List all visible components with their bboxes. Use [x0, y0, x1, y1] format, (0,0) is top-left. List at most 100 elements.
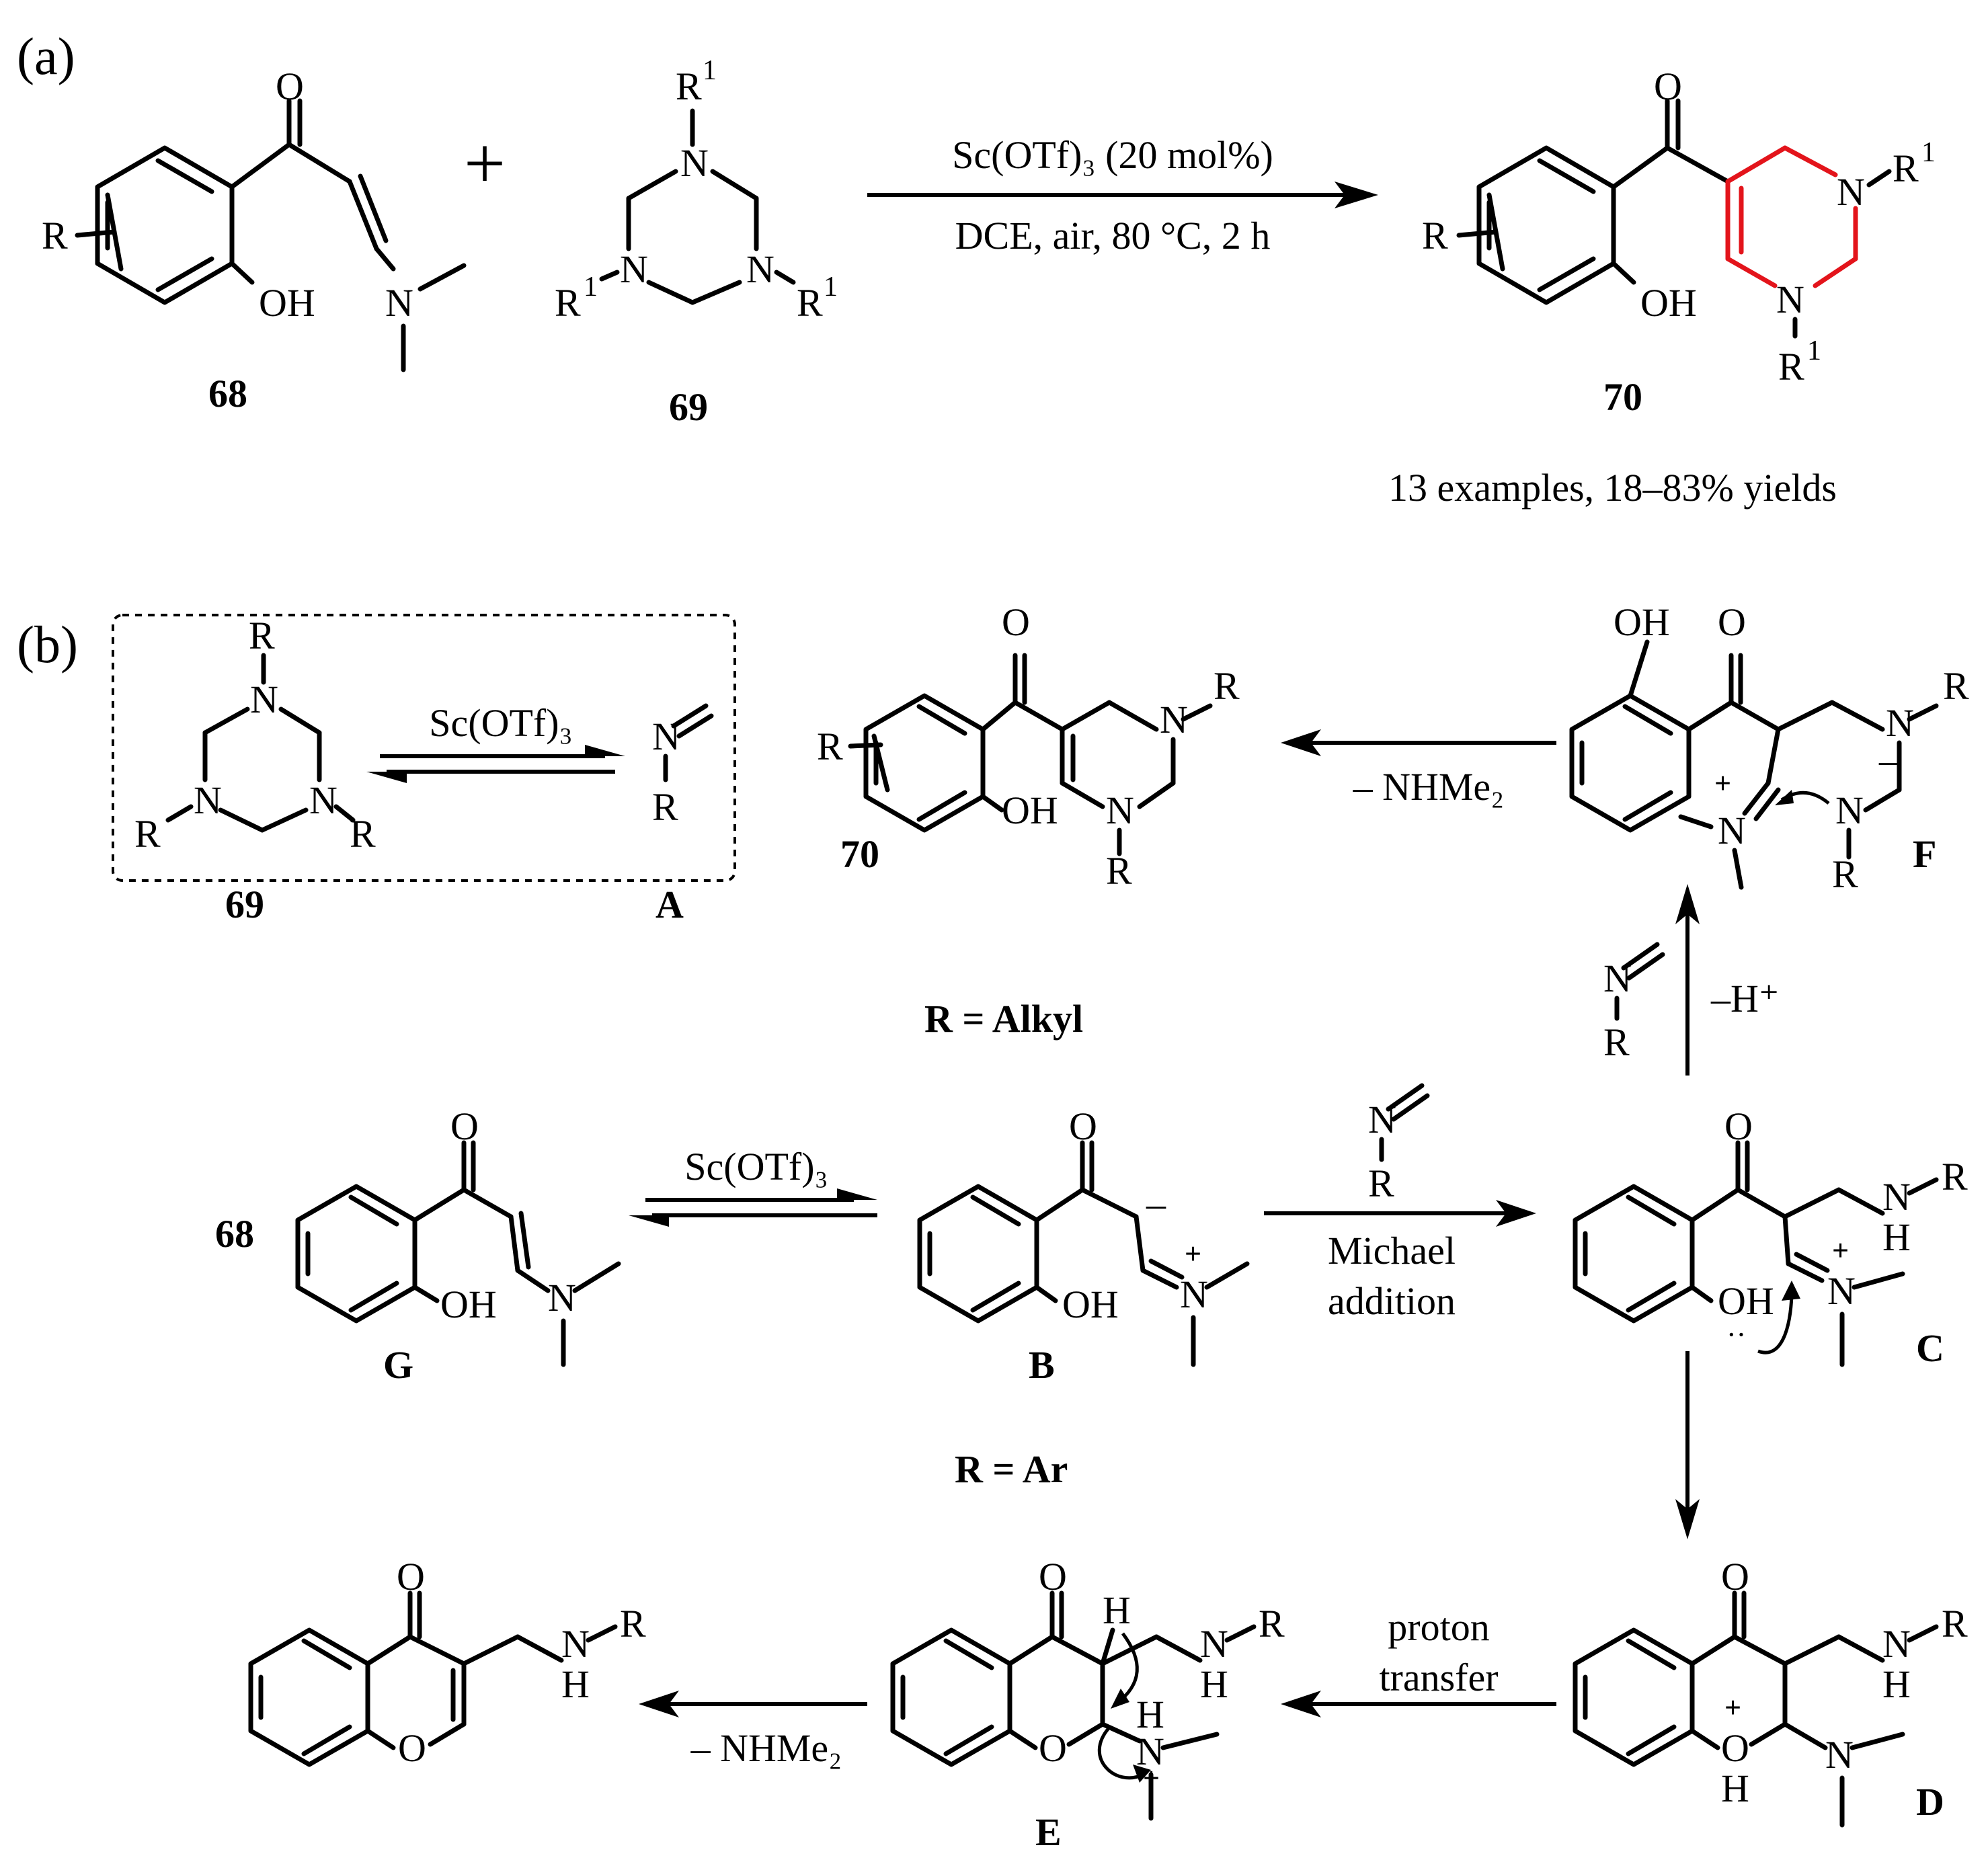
svg-text:R: R — [350, 812, 376, 856]
svg-text:O: O — [1721, 1555, 1749, 1598]
proton-label-bottom: transfer — [1379, 1656, 1498, 1699]
svg-text:R: R — [1942, 1155, 1968, 1199]
svg-text:R: R — [1106, 849, 1132, 893]
catalyst-label-equilibrium: Sc(OTf)₃ — [429, 701, 572, 745]
svg-text:O: O — [1724, 1104, 1753, 1148]
svg-text:R: R — [1893, 147, 1919, 190]
svg-text:–: – — [1146, 1182, 1166, 1225]
svg-text:R: R — [620, 1602, 646, 1646]
svg-text:R: R — [652, 785, 678, 829]
svg-text:N: N — [561, 1622, 590, 1666]
svg-text:1: 1 — [824, 272, 838, 302]
svg-text:H: H — [561, 1662, 590, 1706]
svg-text:–: – — [1878, 738, 1899, 782]
svg-text:N: N — [1106, 788, 1134, 832]
intermediate-F-label: F — [1913, 832, 1936, 876]
svg-text:OH: OH — [440, 1283, 497, 1326]
conditions-bottom: DCE, air, 80 °C, 2 h — [955, 214, 1271, 257]
svg-text:R: R — [1422, 214, 1448, 257]
svg-text:N: N — [1776, 278, 1804, 321]
compound-68-structure: O N OH R — [42, 65, 467, 372]
compound-69-b-structure: R N N N R R — [134, 614, 376, 856]
svg-text:OH: OH — [1002, 788, 1058, 832]
svg-text:N: N — [1827, 1269, 1856, 1313]
svg-text:+: + — [1143, 1762, 1160, 1795]
compound-70-structure: O N R 1 N R 1 OH R — [1422, 65, 1936, 389]
svg-text:R: R — [555, 281, 581, 325]
svg-text:1: 1 — [1921, 137, 1936, 168]
svg-text:+: + — [1832, 1234, 1849, 1267]
svg-text:O: O — [1721, 1726, 1749, 1770]
panel-a-label: (a) — [17, 27, 75, 85]
svg-text:N: N — [385, 281, 413, 325]
svg-text:R: R — [1943, 664, 1969, 708]
compound-69-b-label: 69 — [225, 883, 264, 926]
svg-text:N: N — [652, 715, 680, 758]
step-label-C-to-F: –H⁺ — [1710, 977, 1780, 1020]
svg-text:O: O — [450, 1104, 479, 1148]
svg-text:N: N — [1886, 701, 1914, 745]
loss-label-E-to-chromone: – NHMe₂ — [690, 1726, 842, 1770]
svg-text:N: N — [1837, 170, 1865, 214]
svg-text:+: + — [1724, 1691, 1741, 1724]
svg-text:R: R — [817, 725, 843, 768]
compound-68-label: 68 — [208, 372, 247, 415]
svg-text:R: R — [1778, 345, 1804, 389]
svg-text:N: N — [1180, 1272, 1208, 1316]
imine-reagent-B-to-C: N R — [1368, 1083, 1430, 1205]
intermediate-E-structure: O H N R H O H N + — [893, 1555, 1285, 1821]
svg-text:H: H — [1882, 1662, 1911, 1706]
imine-reagent-C-to-F: N R — [1603, 942, 1665, 1064]
panel-b: (b) R N N N R R 69 Sc(OTf)₃ N — [17, 600, 1969, 1854]
compound-70-b-label: 70 — [840, 832, 879, 876]
intermediate-G-label: G — [383, 1343, 413, 1387]
svg-text:N: N — [1835, 788, 1864, 832]
svg-text:O: O — [1002, 600, 1030, 644]
svg-text:1: 1 — [1807, 335, 1821, 366]
svg-text:H: H — [1200, 1662, 1228, 1706]
imine-A-structure: N R — [652, 703, 714, 829]
intermediate-E-label: E — [1035, 1810, 1062, 1854]
svg-text:R: R — [134, 812, 161, 856]
intermediate-C-structure: O N R H N + OH ·· — [1575, 1104, 1968, 1367]
svg-text:R: R — [42, 214, 68, 257]
svg-text:O: O — [1069, 1104, 1097, 1148]
intermediate-D-structure: O N R H O + H N — [1575, 1555, 1968, 1828]
new-ring-highlight — [1725, 145, 1858, 288]
plus-sign: + — [464, 122, 506, 204]
svg-text:N: N — [1882, 1175, 1911, 1219]
svg-text:H: H — [1721, 1767, 1749, 1810]
compound-70-label: 70 — [1603, 375, 1642, 419]
compound-69-structure: R 1 N N N R 1 R 1 — [555, 55, 838, 325]
svg-text:OH: OH — [1062, 1283, 1119, 1326]
svg-text:R: R — [1603, 1020, 1630, 1064]
chromone-product-structure: O O N R H — [251, 1555, 646, 1770]
svg-text:N: N — [548, 1276, 576, 1320]
svg-text:N: N — [1825, 1733, 1854, 1777]
svg-text:R: R — [1214, 664, 1240, 708]
svg-text:1: 1 — [703, 55, 717, 86]
svg-text:N: N — [1136, 1730, 1164, 1773]
svg-text:R: R — [676, 65, 702, 108]
michael-label-top: Michael — [1328, 1229, 1456, 1272]
panel-b-label: (b) — [17, 615, 78, 674]
svg-text:N: N — [746, 247, 774, 291]
svg-text:+: + — [1714, 767, 1731, 800]
svg-text:N: N — [250, 678, 278, 721]
condition-alkyl: R = Alkyl — [924, 997, 1083, 1041]
svg-text:O: O — [1718, 600, 1746, 644]
intermediate-B-structure: O – N + OH — [920, 1104, 1250, 1367]
intermediate-B-label: B — [1029, 1343, 1055, 1387]
svg-text:N: N — [309, 778, 337, 822]
intermediate-C-label: C — [1916, 1326, 1944, 1370]
svg-text:R: R — [249, 614, 275, 657]
intermediate-F-structure: OH O N + N R – N R — [1572, 600, 1969, 896]
compound-69-label: 69 — [669, 385, 708, 429]
svg-text:O: O — [1654, 65, 1682, 108]
svg-text:H: H — [1103, 1588, 1131, 1632]
svg-text:1: 1 — [584, 272, 598, 302]
compound-A-label: A — [655, 883, 684, 926]
svg-text:+: + — [1185, 1238, 1201, 1270]
svg-text:H: H — [1882, 1215, 1911, 1259]
svg-text:N: N — [1718, 809, 1746, 852]
